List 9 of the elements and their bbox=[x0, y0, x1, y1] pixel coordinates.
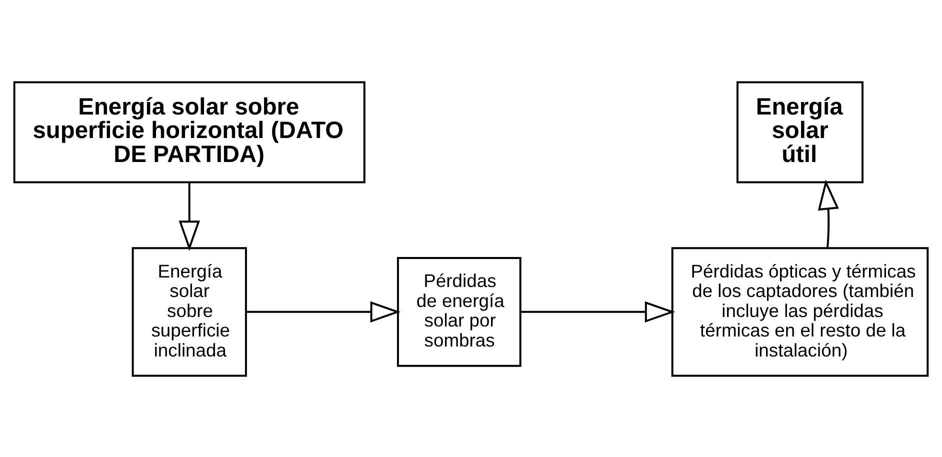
arrow bbox=[178, 182, 200, 250]
arrow bbox=[520, 300, 676, 322]
node-box: Energía solar sobre superficie inclinada bbox=[132, 246, 247, 376]
arrow bbox=[246, 300, 401, 322]
node-box: Energía solar útil bbox=[736, 80, 864, 183]
node-box: Pérdidas de energía solar por sombras bbox=[396, 256, 522, 366]
node-box: Pérdidas ópticas y térmicas de los captadores (también incluye las pérdidas térmicas en el resto de la instalación) bbox=[671, 246, 929, 376]
node-box: Energía solar sobre superficie horizontal (DATO DE PARTIDA) bbox=[13, 80, 366, 183]
arrow bbox=[818, 178, 839, 248]
